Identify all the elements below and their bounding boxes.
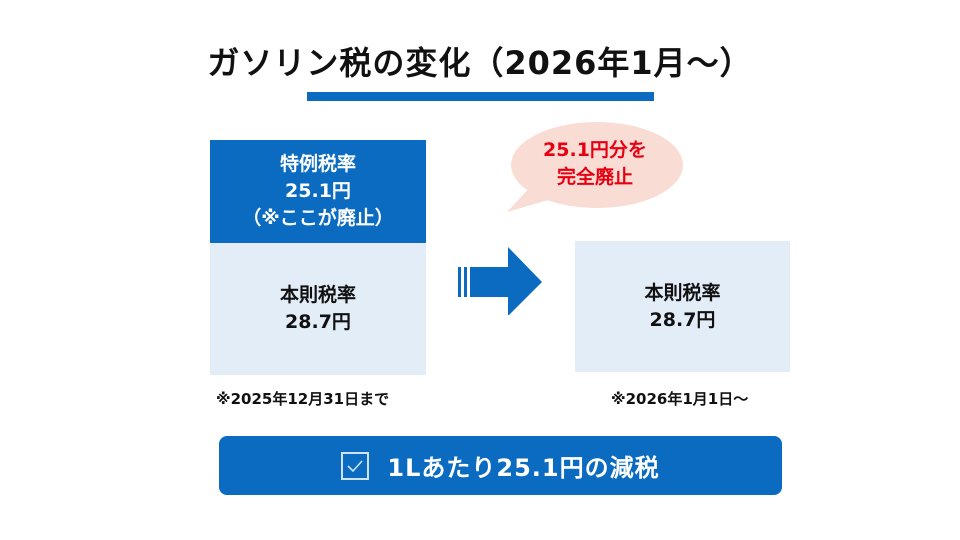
title-underline (307, 92, 654, 101)
bubble-line-1: 25.1円分を (543, 139, 647, 161)
after-period-note: ※2026年1月1日〜 (611, 390, 749, 408)
base-rate-amount: 28.7円 (285, 311, 351, 333)
before-period-note: ※2025年12月31日まで (216, 390, 390, 408)
checkbox-check-icon (341, 451, 370, 480)
special-rate-amount: 25.1円 (285, 180, 351, 202)
page-title: ガソリン税の変化（2026年1月〜） (207, 44, 753, 82)
base-rate-label: 本則税率 (279, 284, 356, 306)
base-rate-box-after: 本則税率 28.7円 (575, 241, 790, 372)
bubble-line-2: 完全廃止 (556, 166, 633, 188)
special-rate-label: 特例税率 (279, 153, 356, 175)
special-rate-box: 特例税率 25.1円 （※ここが廃止） (210, 140, 426, 243)
base-rate-label: 本則税率 (644, 281, 721, 304)
right-arrow-icon (458, 247, 542, 315)
special-rate-note: （※ここが廃止） (242, 207, 394, 229)
base-rate-box-before: 本則税率 28.7円 (210, 243, 426, 375)
summary-text: 1Lあたり25.1円の減税 (387, 454, 660, 482)
bubble-text: 25.1円分を 完全廃止 (510, 137, 680, 191)
summary-banner: 1Lあたり25.1円の減税 (219, 436, 782, 495)
base-rate-amount: 28.7円 (649, 308, 716, 331)
speech-bubble (507, 122, 683, 212)
